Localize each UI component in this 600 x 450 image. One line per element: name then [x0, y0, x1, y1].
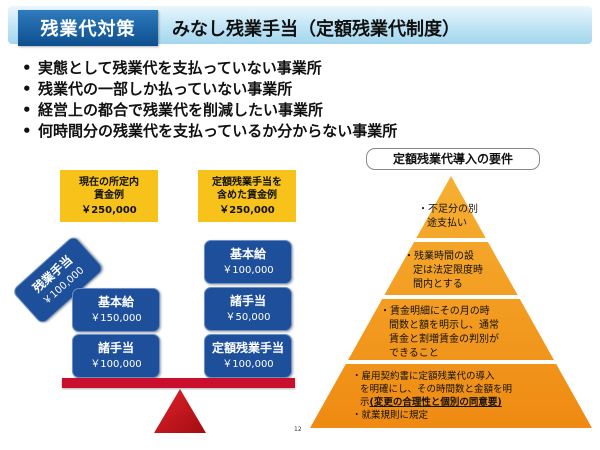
page-title: みなし残業手当（定額残業代制度）	[172, 19, 460, 40]
bullet-icon: •	[22, 122, 32, 140]
bullet-list: •実態として残業代を支払っていない事業所 •残業代の一部しか払っていない事業所 …	[22, 58, 397, 142]
right-allowance-box: 諸手当 ￥50,000	[204, 287, 292, 331]
bullet-icon: •	[22, 101, 32, 119]
header-tab: 残業代対策	[18, 10, 158, 46]
current-wage-label: 現在の所定内 賃金例 ￥250,000	[60, 170, 158, 222]
requirement-tier-4: ・雇用契約書に定額残業代の導入 を明確にし、その時間数と金額を明 示(変更の合理…	[352, 371, 513, 421]
requirement-tier-1: ・不足分の別 途支払い	[418, 204, 478, 229]
right-fixed-overtime-box: 定額残業手当 ￥100,000	[204, 334, 292, 378]
seesaw-beam	[62, 378, 295, 388]
left-allowance-box: 諸手当 ￥100,000	[72, 334, 160, 378]
fixed-overtime-wage-label: 定額残業手当を 含めた賃金例 ￥250,000	[198, 170, 296, 222]
bullet-icon: •	[22, 59, 32, 77]
left-basic-salary-box: 基本給 ￥150,000	[72, 288, 160, 332]
requirements-pyramid	[310, 176, 592, 428]
right-basic-salary-box: 基本給 ￥100,000	[204, 240, 292, 284]
page-number: 12	[294, 426, 302, 433]
bullet-item: •残業代の一部しか払っていない事業所	[22, 80, 293, 98]
requirement-tier-2: ・残業時間の設 定は法定限度時 間内とする	[404, 251, 483, 290]
requirement-tier-3: ・賃金明細にその月の時 間数と額を明示し、通常 賃金と割増賃金の判別が できるこ…	[380, 306, 499, 359]
requirements-title: 定額残業代導入の要件	[366, 148, 540, 170]
requirement-tier-4-line3: 示(変更の合理性と個別の同意要)	[360, 397, 502, 408]
seesaw-fulcrum	[154, 389, 206, 433]
bullet-icon: •	[22, 80, 32, 98]
bullet-item: •経営上の都合で残業代を削減したい事業所	[22, 101, 324, 119]
bullet-item: •実態として残業代を支払っていない事業所	[22, 59, 322, 77]
bullet-item: •何時間分の残業代を支払っているか分からない事業所	[22, 122, 398, 140]
